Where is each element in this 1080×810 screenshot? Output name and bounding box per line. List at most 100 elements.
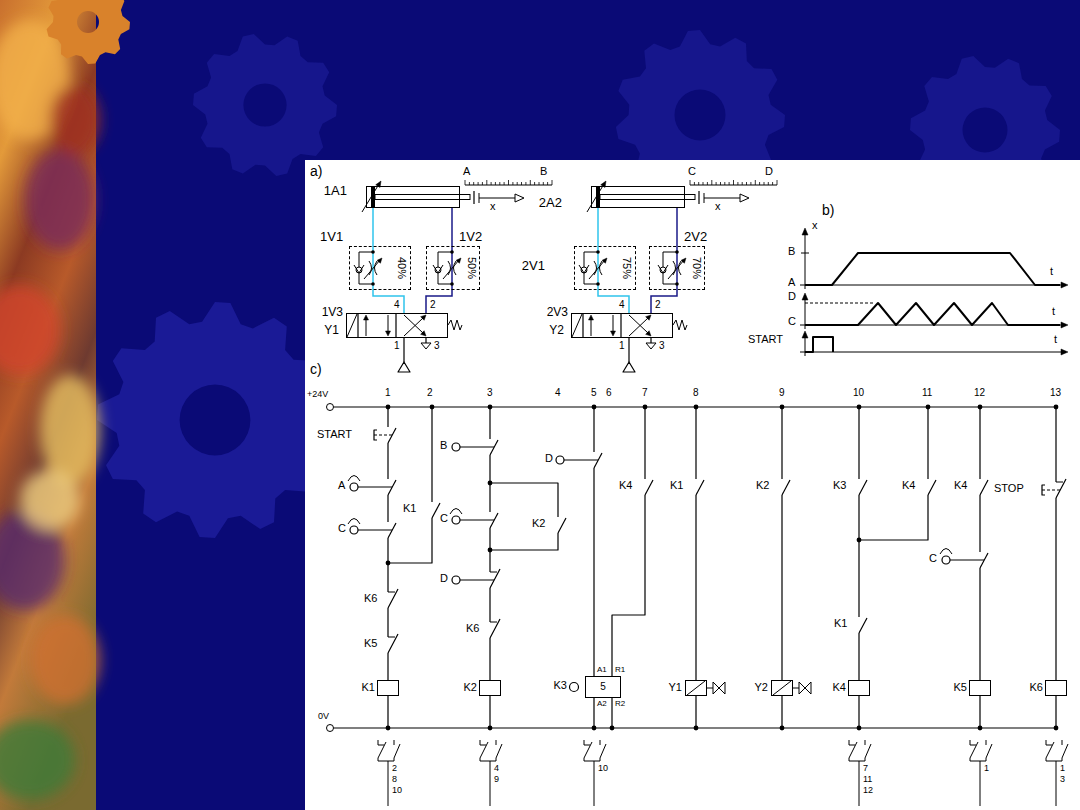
junction-dot [596,282,600,286]
axis-arrowhead [1061,349,1068,355]
panel-letter: c) [310,362,322,376]
component-label: 2V2 [684,230,707,243]
junction-dot [857,726,862,731]
contact-no [928,480,936,495]
axis-line [805,337,806,356]
limit-switch-roller [942,556,950,564]
cross-reference-line [970,761,986,806]
component-label: Y1 [324,324,339,336]
contact-label: K5 [364,638,377,649]
relay-coil: K5 [969,680,991,696]
limit-switch-roller [350,526,358,534]
component-label: Y2 [549,324,564,336]
solenoid-diagonal [572,314,582,337]
actuated-cam [940,549,952,555]
cross-reference-line [849,761,865,806]
junction-dot [592,726,597,731]
junction-dot [694,405,699,410]
throttle-adjust [668,260,684,279]
solenoid-coil-mark [687,681,705,695]
piston-rod [375,195,470,200]
position-mark: D [765,166,773,177]
time-axis [800,352,1062,353]
contact-nc [388,634,398,653]
throttle-adjust [364,260,380,279]
setting-value: 70% [691,257,702,279]
return-spring [673,320,687,330]
pin-label: R1 [615,666,625,674]
contact-no-symbol [865,740,871,761]
valve-square-dividers [358,313,396,338]
junction-dot [488,481,493,486]
relay-coil: K1 [377,680,399,696]
contact-label: D [545,453,553,464]
contact-reference-number: 1 [984,764,989,773]
current-path-number: 8 [693,388,699,398]
contact-no [859,480,867,495]
supply-label: +24V [307,390,328,399]
pin-label: A2 [597,700,607,708]
contact-no [980,480,988,495]
axis-label: t [1050,266,1053,277]
component-label: K1 [362,682,375,693]
pushbutton-actuator [374,435,392,436]
junction-dot [675,250,679,254]
contact-nc-symbol [849,740,857,761]
junction-dot [450,282,454,286]
junction-dot [386,726,391,731]
pressure-source [623,362,635,372]
contact-reference-number: 7 [863,764,868,773]
current-path-number: 4 [555,388,561,398]
contact-nc-symbol [480,740,488,761]
current-path-number: 9 [779,388,785,398]
travel-arrowhead [515,194,524,202]
texture-blob [50,85,100,155]
relay-coil: K4 [848,680,870,696]
cross-reference-line [480,761,496,806]
pneumatic-tube [373,290,404,313]
valve-flow-path [591,319,592,336]
component-label: K6 [1030,682,1043,693]
contact-label: STOP [994,483,1024,494]
texture-blob [25,150,95,250]
time-axis [800,285,1062,286]
axis-label: x [812,220,818,231]
cross-reference-line [378,761,394,806]
contact-no-symbol [986,740,992,761]
limit-switch-lever [358,487,392,488]
contact-label: K4 [619,480,632,491]
pin-label: R2 [615,700,625,708]
port-number: 1 [394,341,400,351]
contact-no-symbol [1062,740,1068,761]
junction-dot [1054,405,1059,410]
rod-end-mark [473,191,474,204]
contact-label: START [317,429,352,440]
junction-dot [488,726,493,731]
component-label: 1V2 [459,230,482,243]
junction-dot [488,405,493,410]
contact-label: K2 [532,518,545,529]
texture-blob [0,285,60,375]
valve-flow-path [613,315,614,332]
valve-arrowhead [611,331,616,336]
panel-letter: a) [310,164,322,178]
junction-dot [978,726,983,731]
current-path-number: 3 [487,388,493,398]
junction-dot [643,405,648,410]
actuated-cam [348,519,360,525]
solenoid-coil: Y2 [771,680,793,696]
indicator-lead [707,688,713,689]
contact-no-symbol [600,740,606,761]
contact-label: D [440,573,448,584]
contact-nc-symbol [970,740,978,761]
pushbutton-head [374,430,377,440]
travel-arrowhead [740,194,749,202]
rod-end-mark [698,191,699,204]
port-number: 1 [619,341,625,351]
junction-dot [386,405,391,410]
pneumatic-tube [451,208,453,246]
axis-arrowhead [802,293,808,300]
junction-dot [926,405,931,410]
